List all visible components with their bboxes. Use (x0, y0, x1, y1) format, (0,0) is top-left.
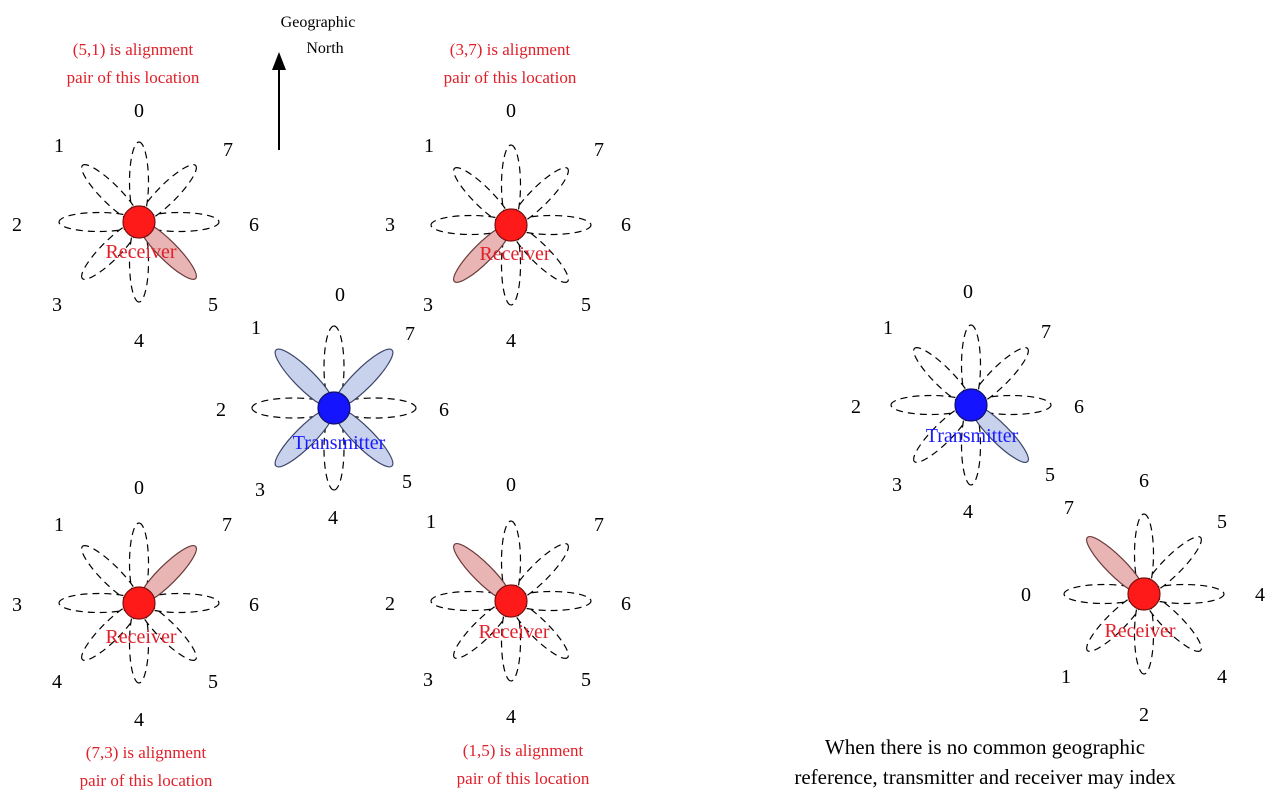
beam-label: 0 (335, 284, 345, 306)
alignment-caption: pair of this location (444, 68, 577, 87)
beam-label: 3 (385, 214, 395, 236)
beam-label: 1 (426, 511, 436, 533)
beam-label: 3 (423, 669, 433, 691)
alignment-caption: (5,1) is alignment (73, 40, 194, 59)
transmitter-label: Transmitter (293, 432, 386, 454)
beam-label: 2 (1139, 704, 1149, 726)
beam-label: 1 (424, 135, 434, 157)
bottom-note-line1: When there is no common geographic (825, 735, 1145, 759)
receiver-bottom-right (430, 520, 592, 682)
beam-label: 4 (52, 671, 62, 693)
beam-label: 5 (402, 471, 412, 493)
beam-label: 2 (385, 593, 395, 615)
beam-label: 3 (52, 294, 62, 316)
beam-label: 7 (594, 514, 604, 536)
geographic-north-indicator: Geographic North (272, 14, 355, 150)
receiver-right (1063, 513, 1225, 675)
alignment-caption: pair of this location (457, 769, 590, 788)
beam-label: 1 (1061, 666, 1071, 688)
beam-labels-rx-right: 6 7 0 1 2 4 4 5 (1021, 470, 1265, 726)
beam-label: 0 (134, 477, 144, 499)
beam-label: 7 (1064, 497, 1074, 519)
receiver-label: Receiver (478, 621, 549, 643)
beam-label: 0 (134, 100, 144, 122)
beam-labels-rx-top-left: 0 1 2 3 4 5 6 7 (12, 100, 259, 352)
beam-label: 6 (621, 593, 631, 615)
beam-label: 5 (1217, 511, 1227, 533)
receiver-node (494, 208, 528, 242)
alignment-caption: pair of this location (80, 771, 213, 790)
receiver-label: Receiver (479, 243, 550, 265)
receiver-node (494, 584, 528, 618)
beam-label: 6 (249, 214, 259, 236)
beam-label: 3 (423, 294, 433, 316)
beam-label: 1 (54, 514, 64, 536)
beam-label: 0 (963, 281, 973, 303)
north-arrow-icon (272, 52, 286, 70)
beam-label: 3 (255, 479, 265, 501)
bottom-note-line2: reference, transmitter and receiver may … (794, 765, 1176, 789)
beam-label: 2 (851, 396, 861, 418)
beam-labels-tx-center: 0 1 2 3 4 5 6 7 (216, 284, 449, 529)
receiver-node (122, 205, 156, 239)
beam-label: 6 (621, 214, 631, 236)
beam-label: 6 (249, 594, 259, 616)
receiver-top-left (58, 141, 220, 303)
beam-label: 1 (251, 317, 261, 339)
alignment-caption: (7,3) is alignment (86, 743, 207, 762)
beam-label: 4 (134, 709, 144, 731)
beam-label: 5 (208, 671, 218, 693)
receiver-label: Receiver (105, 241, 176, 263)
beam-labels-rx-bottom-right: 0 1 2 3 4 5 6 7 (385, 474, 631, 728)
beam-label: 1 (883, 317, 893, 339)
north-label-line2: North (306, 40, 343, 57)
beam-label: 7 (405, 323, 415, 345)
beam-label: 5 (1045, 464, 1055, 486)
beam-label: 2 (216, 399, 226, 421)
transmitter-center (251, 325, 417, 491)
beam-label: 7 (594, 139, 604, 161)
receiver-label: Receiver (105, 626, 176, 648)
beam-labels-rx-top-right: 0 1 3 3 4 5 6 7 (385, 100, 631, 352)
beam-label: 4 (506, 706, 516, 728)
beam-label: 5 (581, 294, 591, 316)
transmitter-label: Transmitter (926, 425, 1019, 447)
beam-label: 4 (1217, 666, 1227, 688)
beam-label: 4 (328, 507, 338, 529)
beam-label: 7 (222, 514, 232, 536)
receiver-top-right (430, 144, 592, 306)
beam-label: 5 (581, 669, 591, 691)
receiver-node (122, 586, 156, 620)
beam-label: 6 (439, 399, 449, 421)
beam-label: 2 (12, 214, 22, 236)
beam-label: 0 (506, 474, 516, 496)
beam-label: 4 (1255, 584, 1265, 606)
beam-label: 0 (506, 100, 516, 122)
transmitter-node (317, 391, 351, 425)
beam-label: 4 (134, 330, 144, 352)
beam-label: 6 (1074, 396, 1084, 418)
beam-label: 7 (1041, 321, 1051, 343)
transmitter-right (890, 324, 1052, 486)
beam-label: 4 (963, 501, 973, 523)
alignment-caption: pair of this location (67, 68, 200, 87)
beam-label: 7 (223, 139, 233, 161)
transmitter-node (954, 388, 988, 422)
beam-label: 5 (208, 294, 218, 316)
beam-labels-tx-right: 0 1 2 3 4 5 6 7 (851, 281, 1084, 523)
receiver-label: Receiver (1104, 620, 1175, 642)
receiver-node (1127, 577, 1161, 611)
beam-label: 6 (1139, 470, 1149, 492)
beam-label: 1 (54, 135, 64, 157)
beam-labels-rx-bottom-left: 0 1 3 4 4 5 6 7 (12, 477, 259, 731)
north-label-line1: Geographic (281, 14, 356, 31)
beam-label: 4 (506, 330, 516, 352)
beam-label: 3 (12, 594, 22, 616)
receiver-bottom-left (58, 522, 220, 684)
beam-label: 3 (892, 474, 902, 496)
alignment-caption: (3,7) is alignment (450, 40, 571, 59)
alignment-caption: (1,5) is alignment (463, 741, 584, 760)
beam-label: 0 (1021, 584, 1031, 606)
